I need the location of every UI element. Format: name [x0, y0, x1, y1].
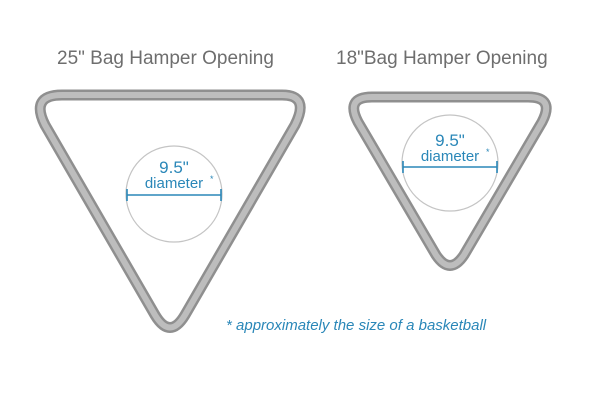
right-diameter-line [402, 161, 498, 173]
right-asterisk-marker: * [486, 147, 490, 157]
right-figure-title: 18"Bag Hamper Opening [336, 48, 548, 69]
left-hamper-frame [34, 89, 306, 333]
left-diameter-line [126, 189, 222, 201]
left-size-circle [125, 145, 223, 243]
right-diameter-value: 9.5" [435, 131, 465, 150]
footnote: * approximately the size of a basketball [226, 317, 487, 334]
right-size-circle [401, 114, 499, 212]
left-diameter-label: diameter [144, 175, 204, 192]
right-diameter-label: diameter [420, 148, 480, 165]
right-hamper-frame [348, 91, 552, 271]
left-asterisk-marker: * [210, 174, 214, 184]
left-figure-title: 25" Bag Hamper Opening [57, 48, 274, 69]
left-diameter-value: 9.5" [159, 158, 189, 177]
